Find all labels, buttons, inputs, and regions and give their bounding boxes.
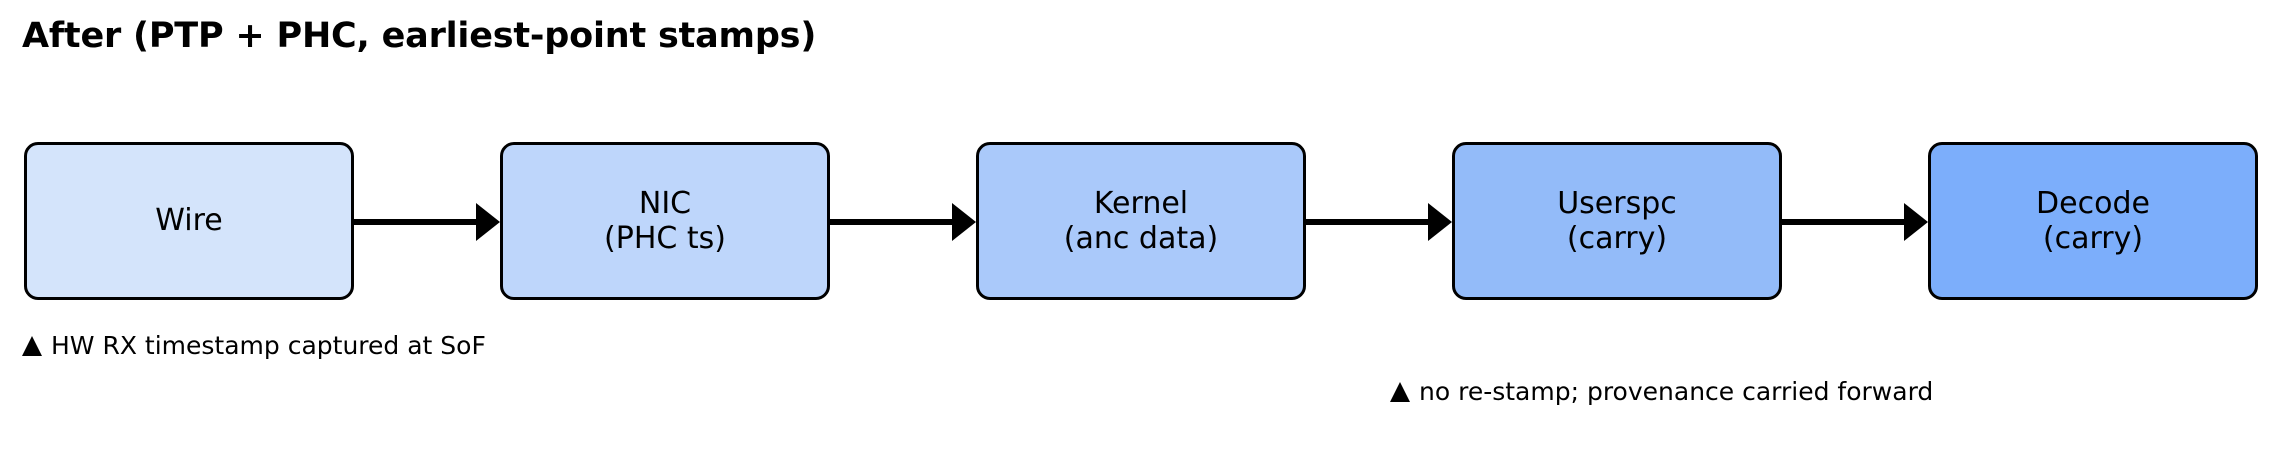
stage-label-secondary: (carry) — [2042, 221, 2144, 256]
arrow-shaft — [354, 219, 476, 225]
arrow-wire-to-nic — [354, 203, 500, 241]
arrow-head-icon — [1428, 203, 1452, 241]
arrow-kernel-to-userspc — [1306, 203, 1452, 241]
arrow-shaft — [1782, 219, 1904, 225]
stage-label-primary: Kernel — [1093, 185, 1189, 221]
stage-label-secondary: (anc data) — [1063, 221, 1219, 256]
stage-label-secondary: (carry) — [1566, 221, 1668, 256]
annotation-text: no re-stamp; provenance carried forward — [1419, 377, 1934, 406]
stage-label-primary: Wire — [155, 203, 223, 239]
arrow-head-icon — [1904, 203, 1928, 241]
annotation-text: HW RX timestamp captured at SoF — [51, 331, 486, 360]
stage-label-primary: Userspc — [1557, 185, 1677, 221]
arrow-head-icon — [952, 203, 976, 241]
triangle-up-icon — [22, 335, 42, 356]
stage-label-primary: Decode — [2036, 185, 2150, 221]
arrow-nic-to-kernel — [830, 203, 976, 241]
stage-box-decode[interactable]: Decode (carry) — [1928, 142, 2258, 300]
stage-box-userspc[interactable]: Userspc (carry) — [1452, 142, 1782, 300]
arrow-head-icon — [476, 203, 500, 241]
page-title: After (PTP + PHC, earliest-point stamps) — [22, 16, 817, 56]
triangle-up-icon — [1390, 381, 1410, 402]
annotation-sof: HW RX timestamp captured at SoF — [22, 332, 486, 360]
arrow-shaft — [1306, 219, 1428, 225]
stage-box-wire[interactable]: Wire — [24, 142, 354, 300]
arrow-shaft — [830, 219, 952, 225]
stage-box-nic[interactable]: NIC (PHC ts) — [500, 142, 830, 300]
arrow-userspc-to-decode — [1782, 203, 1928, 241]
stage-label-secondary: (PHC ts) — [604, 221, 726, 256]
annotation-carry: no re-stamp; provenance carried forward — [1390, 378, 1933, 406]
stage-box-kernel[interactable]: Kernel (anc data) — [976, 142, 1306, 300]
stage-label-primary: NIC — [638, 185, 692, 221]
